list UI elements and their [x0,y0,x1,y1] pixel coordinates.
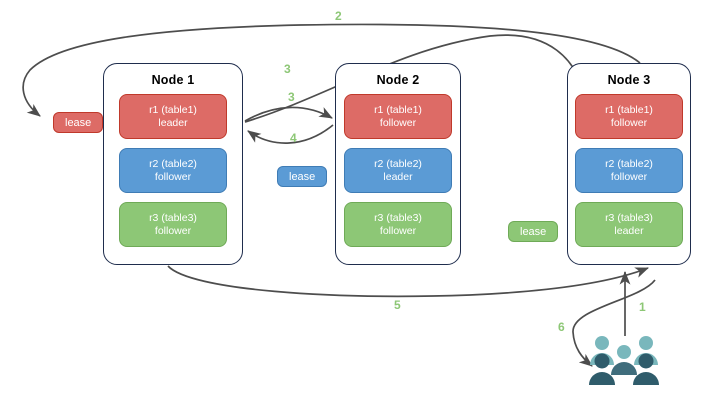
replica-chip-r2[interactable]: r2 (table2) leader [344,148,452,193]
replica-name: r2 (table2) [605,157,653,170]
lease-label: lease [520,225,547,238]
node-container-3[interactable]: Node 3 r1 (table1) follower r2 (table2) … [567,63,691,265]
node-container-2[interactable]: Node 2 r1 (table1) follower r2 (table2) … [335,63,461,265]
step-number: 3 [288,90,295,104]
edge-3b-path [244,106,333,122]
lease-badge-green[interactable]: lease [508,221,559,242]
edge-5-path [167,265,649,298]
users-group-icon [589,336,659,385]
replica-name: r3 (table3) [374,211,422,224]
replica-role: leader [383,170,413,183]
step-number: 6 [558,320,565,334]
step-number: 4 [290,131,297,145]
replica-name: r2 (table2) [149,157,197,170]
node-container-1[interactable]: Node 1 r1 (table1) leader r2 (table2) fo… [103,63,243,265]
lease-badge-red[interactable]: lease [53,112,104,133]
step-label-4: 4 [290,131,297,145]
node-title: Node 1 [151,73,195,87]
replica-role: follower [610,170,648,183]
replica-role: follower [379,224,417,237]
replica-name: r3 (table3) [149,211,197,224]
step-number: 1 [639,300,646,314]
step-label-2: 2 [335,9,342,23]
step-number: 3 [284,62,291,76]
replica-list: r1 (table1) follower r2 (table2) followe… [568,94,690,247]
replica-role: leader [614,224,644,237]
replica-chip-r1[interactable]: r1 (table1) follower [344,94,452,139]
step-label-5: 5 [394,298,401,312]
step-label-3a: 3 [284,62,291,76]
replica-chip-r2[interactable]: r2 (table2) follower [575,148,683,193]
replica-chip-r3[interactable]: r3 (table3) follower [344,202,452,247]
replica-name: r1 (table1) [605,103,653,116]
replica-role: follower [610,116,648,129]
step-label-6: 6 [558,320,565,334]
lease-badge-blue[interactable]: lease [277,166,328,187]
replica-list: r1 (table1) leader r2 (table2) follower … [104,94,242,247]
step-label-3b: 3 [288,90,295,104]
node-title: Node 2 [376,73,420,87]
replica-role: follower [154,170,192,183]
replica-list: r1 (table1) follower r2 (table2) leader … [336,94,460,247]
replica-role: follower [379,116,417,129]
replica-chip-r3[interactable]: r3 (table3) leader [575,202,683,247]
replica-chip-r1[interactable]: r1 (table1) follower [575,94,683,139]
replica-chip-r1[interactable]: r1 (table1) leader [119,94,227,139]
replica-chip-r3[interactable]: r3 (table3) follower [119,202,227,247]
replica-chip-r2[interactable]: r2 (table2) follower [119,148,227,193]
step-label-1: 1 [639,300,646,314]
lease-label: lease [289,170,316,183]
replica-role: leader [158,116,188,129]
replica-name: r1 (table1) [149,103,197,116]
replica-role: follower [154,224,192,237]
replica-name: r2 (table2) [374,157,422,170]
lease-label: lease [65,116,92,129]
node-title: Node 3 [607,73,651,87]
replica-name: r1 (table1) [374,103,422,116]
replica-name: r3 (table3) [605,211,653,224]
step-number: 2 [335,9,342,23]
step-number: 5 [394,298,401,312]
